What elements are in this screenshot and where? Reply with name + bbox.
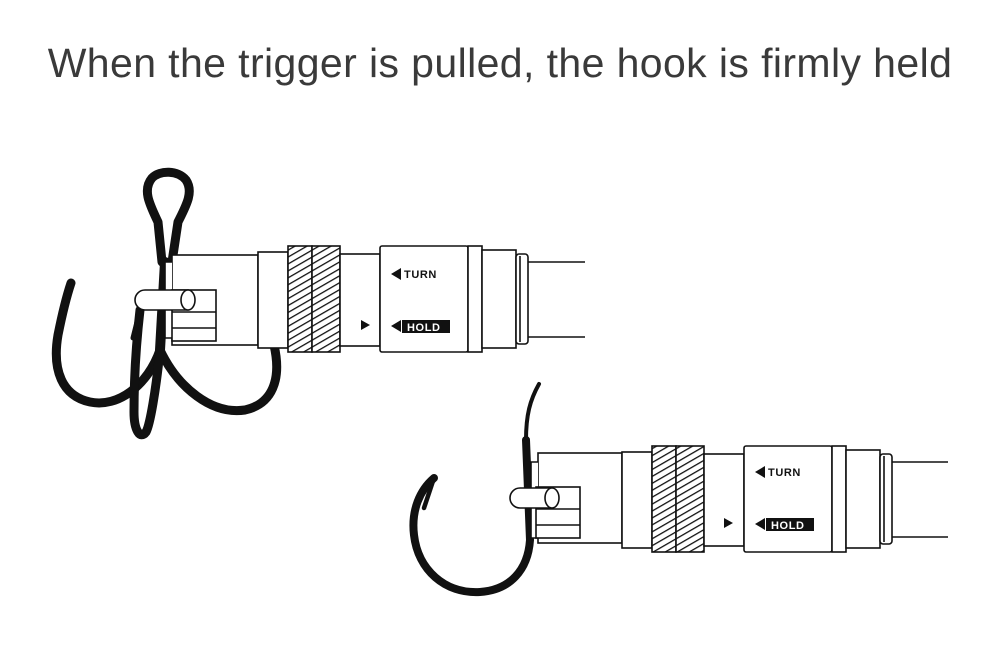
trigger-pin[interactable] (134, 289, 217, 342)
tool-top: TURN HOLD (51, 167, 585, 440)
body-sleeve (621, 445, 893, 553)
tool-bottom: TURN HOLD (409, 382, 948, 597)
hold-label: HOLD (771, 520, 805, 532)
arrow-left-icon (391, 320, 401, 332)
rod-shaft (892, 461, 948, 538)
turn-label: TURN (404, 269, 437, 281)
rod-shaft (528, 261, 585, 338)
arrow-right-icon (361, 320, 370, 330)
single-hook-icon (409, 382, 541, 597)
body-sleeve (257, 245, 529, 353)
turn-label: TURN (768, 467, 801, 479)
hold-badge (766, 518, 814, 531)
trigger-pin[interactable] (509, 486, 581, 539)
hold-label: HOLD (407, 322, 441, 334)
page-title: When the trigger is pulled, the hook is … (47, 40, 953, 86)
arrow-right-icon (724, 518, 733, 528)
hold-badge (402, 320, 450, 333)
arrow-left-icon (755, 518, 765, 530)
arrow-left-icon (755, 466, 765, 478)
arrow-left-icon (391, 268, 401, 280)
